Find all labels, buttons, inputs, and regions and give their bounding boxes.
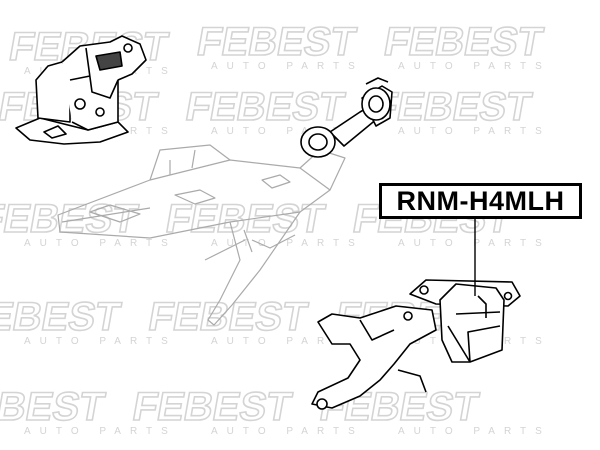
subframe-drawing bbox=[57, 144, 346, 326]
svg-text:AUTO PARTS: AUTO PARTS bbox=[211, 426, 364, 437]
svg-text:AUTO PARTS: AUTO PARTS bbox=[211, 126, 364, 137]
svg-text:AUTO PARTS: AUTO PARTS bbox=[398, 426, 551, 437]
svg-text:FEBEST: FEBEST bbox=[0, 294, 124, 339]
part-number-label: RNM-H4MLH bbox=[379, 183, 582, 219]
svg-text:AUTO PARTS: AUTO PARTS bbox=[211, 238, 364, 249]
svg-text:FEBEST: FEBEST bbox=[182, 84, 348, 129]
engine-mount-left-drawing bbox=[15, 35, 147, 145]
svg-text:FEBEST: FEBEST bbox=[381, 19, 547, 64]
svg-text:AUTO PARTS: AUTO PARTS bbox=[398, 126, 551, 137]
svg-text:AUTO PARTS: AUTO PARTS bbox=[24, 426, 177, 437]
mount-rnm-h4mlh-drawing bbox=[409, 279, 521, 363]
svg-text:FEBEST: FEBEST bbox=[194, 19, 360, 64]
svg-text:FEBEST: FEBEST bbox=[129, 384, 295, 429]
svg-text:AUTO PARTS: AUTO PARTS bbox=[24, 238, 177, 249]
svg-text:FEBEST: FEBEST bbox=[0, 384, 108, 429]
bracket-lower-drawing bbox=[311, 305, 437, 410]
svg-text:AUTO PARTS: AUTO PARTS bbox=[211, 336, 364, 347]
svg-text:AUTO PARTS: AUTO PARTS bbox=[24, 336, 177, 347]
svg-text:AUTO PARTS: AUTO PARTS bbox=[398, 61, 551, 72]
svg-text:FEBEST: FEBEST bbox=[0, 196, 142, 241]
svg-text:FEBEST: FEBEST bbox=[145, 294, 311, 339]
svg-text:FEBEST: FEBEST bbox=[369, 84, 535, 129]
svg-text:AUTO PARTS: AUTO PARTS bbox=[398, 238, 551, 249]
svg-text:AUTO PARTS: AUTO PARTS bbox=[211, 61, 364, 72]
torque-rod-drawing bbox=[300, 77, 393, 158]
